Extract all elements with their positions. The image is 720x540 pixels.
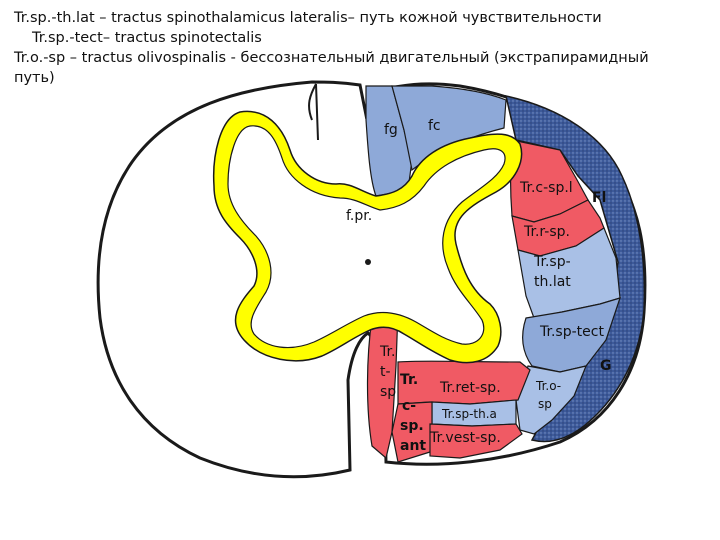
label-g: G xyxy=(600,358,612,374)
label-tr-sp-th-lat-1: Tr.sp- xyxy=(533,254,571,270)
label-tr-r-sp: Tr.r-sp. xyxy=(523,224,570,240)
label-fg: fg xyxy=(384,122,398,138)
label-fpr: f.pr. xyxy=(346,208,372,224)
label-tr-ret-sp: Tr.ret-sp. xyxy=(439,380,501,396)
label-tr-t-sp-1: Tr. xyxy=(379,344,395,360)
label-tr-c-sp-ant-3: sp. xyxy=(400,418,424,434)
label-tr-sp-th-lat-2: th.lat xyxy=(534,274,571,290)
label-fl: Fl xyxy=(592,190,606,206)
label-fc: fc xyxy=(428,118,441,134)
central-canal xyxy=(365,259,371,265)
label-tr-o-sp-1: Tr.o- xyxy=(535,379,561,393)
label-tr-c-sp-ant-4: ant xyxy=(400,438,426,454)
label-tr-c-sp-l: Tr.c-sp.l xyxy=(519,180,573,196)
label-tr-c-sp-ant-1: Tr. xyxy=(400,372,418,388)
label-tr-vest-sp: Tr.vest-sp. xyxy=(429,430,501,446)
label-tr-t-sp-3: sp xyxy=(380,384,396,400)
label-tr-sp-tect: Tr.sp-tect xyxy=(539,324,604,340)
label-tr-t-sp-2: t- xyxy=(380,364,391,380)
label-tr-sp-th-a: Tr.sp-th.a xyxy=(441,407,497,421)
label-tr-o-sp-2: sp xyxy=(538,397,552,411)
label-tr-c-sp-ant-2: c- xyxy=(402,398,416,414)
